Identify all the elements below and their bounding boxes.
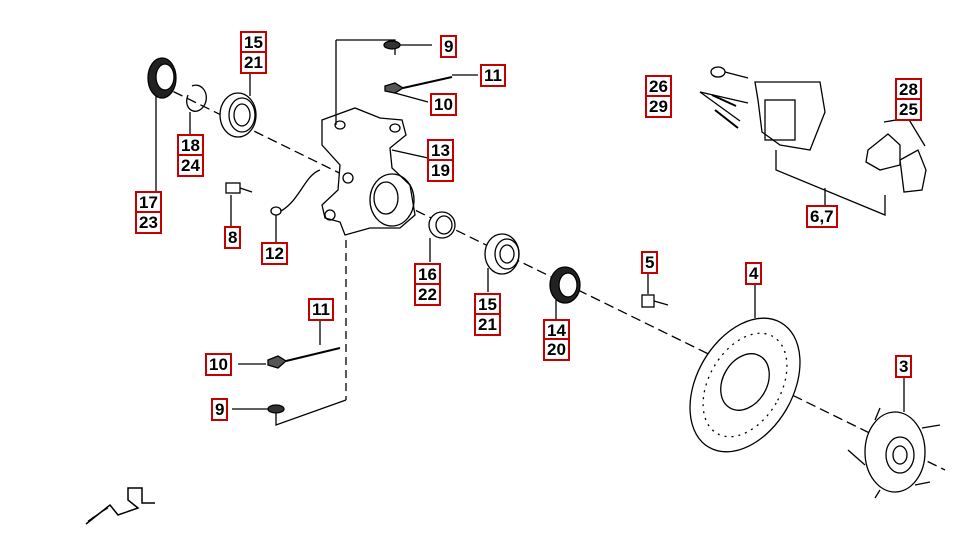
washer-top [383,40,401,50]
callout-18: 18 [177,134,204,157]
callout-11-top: 11 [480,64,506,87]
callout-10-bottom: 10 [205,353,232,376]
callout-8: 8 [224,226,242,249]
brake-disc [689,317,801,453]
circlip [186,84,207,112]
callout-21-top: 21 [240,51,267,74]
callout-16: 16 [414,263,441,286]
disc-bolt [641,294,669,308]
bearing-top [219,92,257,138]
wheel-hub [847,407,941,499]
callout-5: 5 [641,251,659,274]
callout-4: 4 [745,262,763,285]
callout-21-mid: 21 [474,313,501,336]
direction-arrow-f-logo [85,487,155,525]
callout-28: 28 [895,78,922,101]
callout-20: 20 [543,338,570,361]
washer-bottom [267,404,285,414]
callout-11-bottom: 11 [308,298,334,321]
callout-22: 22 [414,283,441,306]
nut-bottom [267,355,288,369]
callout-23: 23 [135,211,162,234]
callout-9-bottom: 9 [211,398,229,421]
callout-3: 3 [895,355,913,378]
bleeder-screw [225,182,253,194]
washer-small [270,206,282,216]
steering-knuckle [321,107,416,236]
brake-caliper [710,66,826,151]
callout-10-top: 10 [430,93,457,116]
callout-19: 19 [427,159,454,182]
brake-pads [865,133,927,193]
callout-14: 14 [543,319,570,342]
callout-12: 12 [261,242,288,265]
callout-25: 25 [895,98,922,121]
callout-29: 29 [645,95,672,118]
callout-6-7: 6,7 [806,205,838,228]
callout-24: 24 [177,154,204,177]
oil-seal-outer [147,57,177,99]
nut-top [384,82,405,94]
callout-26: 26 [645,75,672,98]
spacer-collar [428,211,456,239]
callout-15-top: 15 [240,31,267,54]
bearing-mid [484,233,520,275]
callout-9-top: 9 [440,35,458,58]
oil-seal-inner [549,266,581,304]
callout-17: 17 [135,191,162,214]
